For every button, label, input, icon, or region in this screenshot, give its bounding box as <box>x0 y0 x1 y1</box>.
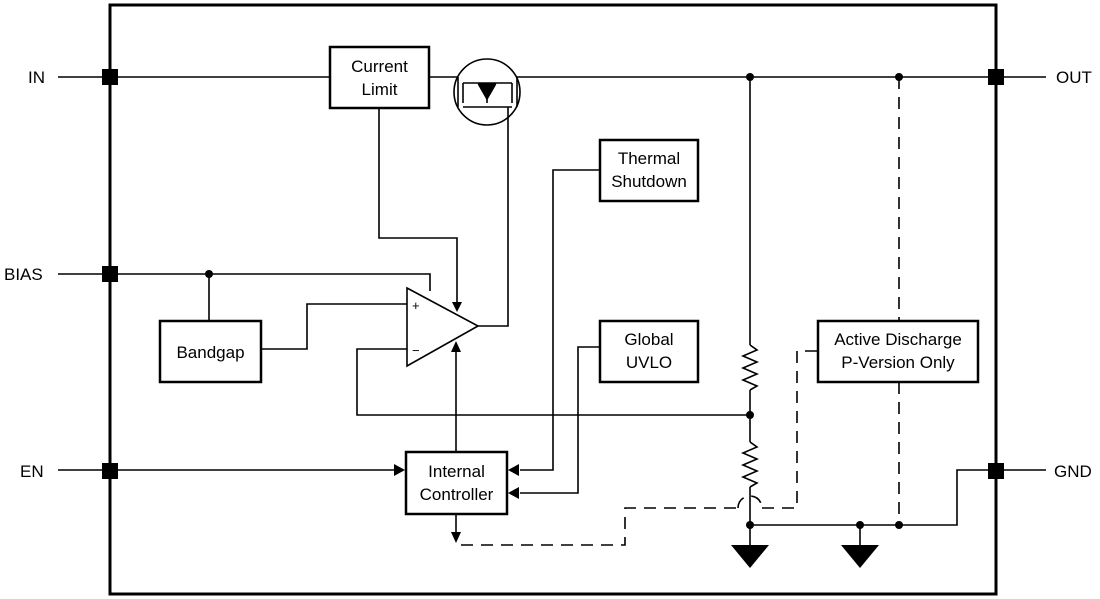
block-label: Bandgap <box>176 343 244 362</box>
block-bandgap: Bandgap <box>158 319 263 384</box>
arrow-current-limit <box>452 302 462 312</box>
pin-label-in: IN <box>28 68 45 87</box>
block-current-limit: Current Limit <box>328 45 431 110</box>
ground-icon <box>841 545 879 568</box>
error-amplifier <box>406 286 480 368</box>
block-label: P-Version Only <box>841 353 955 372</box>
junction-dot <box>746 411 754 419</box>
junction-dot <box>895 73 903 81</box>
block-active-discharge: Active Discharge P-Version Only <box>816 319 980 384</box>
block-label: Global <box>624 330 673 349</box>
block-label: Internal <box>428 462 485 481</box>
junction-dot <box>205 270 213 278</box>
pin-label-bias: BIAS <box>4 265 43 284</box>
block-label: Shutdown <box>611 172 687 191</box>
junction-dot <box>856 521 864 529</box>
device-boundary <box>108 3 998 596</box>
resistor-lower <box>740 441 760 488</box>
block-label: Limit <box>362 80 398 99</box>
pin-label-en: EN <box>20 462 44 481</box>
block-label: Controller <box>420 485 494 504</box>
junction-dot <box>746 521 754 529</box>
pin-label-out: OUT <box>1056 68 1092 87</box>
block-label: Thermal <box>618 149 680 168</box>
resistor-upper <box>740 344 760 391</box>
block-label: Current <box>351 57 408 76</box>
amp-minus-sign: − <box>412 343 420 358</box>
block-internal-controller: Internal Controller <box>404 450 509 516</box>
pin-marker-en <box>102 463 118 479</box>
ground-icon <box>731 545 769 568</box>
arrow-uvlo <box>508 487 519 499</box>
arrow-en-input <box>394 464 405 476</box>
junction-dots <box>205 73 903 529</box>
arrow-thermal <box>508 464 519 476</box>
discharge-path <box>461 77 900 546</box>
block-thermal-shutdown: Thermal Shutdown <box>598 138 700 203</box>
block-label: Active Discharge <box>834 330 962 349</box>
pin-marker-gnd <box>988 463 1004 479</box>
arrowheads <box>394 302 519 543</box>
block-label: UVLO <box>626 353 672 372</box>
arrow-enable <box>451 341 461 352</box>
pass-fet-icon <box>453 58 521 126</box>
wires <box>58 76 1046 545</box>
junction-dot <box>746 73 754 81</box>
arrow-discharge <box>451 532 461 543</box>
junction-dot <box>895 521 903 529</box>
amp-plus-sign: + <box>412 298 420 313</box>
block-global-uvlo: Global UVLO <box>598 319 700 384</box>
pin-label-gnd: GND <box>1054 462 1092 481</box>
